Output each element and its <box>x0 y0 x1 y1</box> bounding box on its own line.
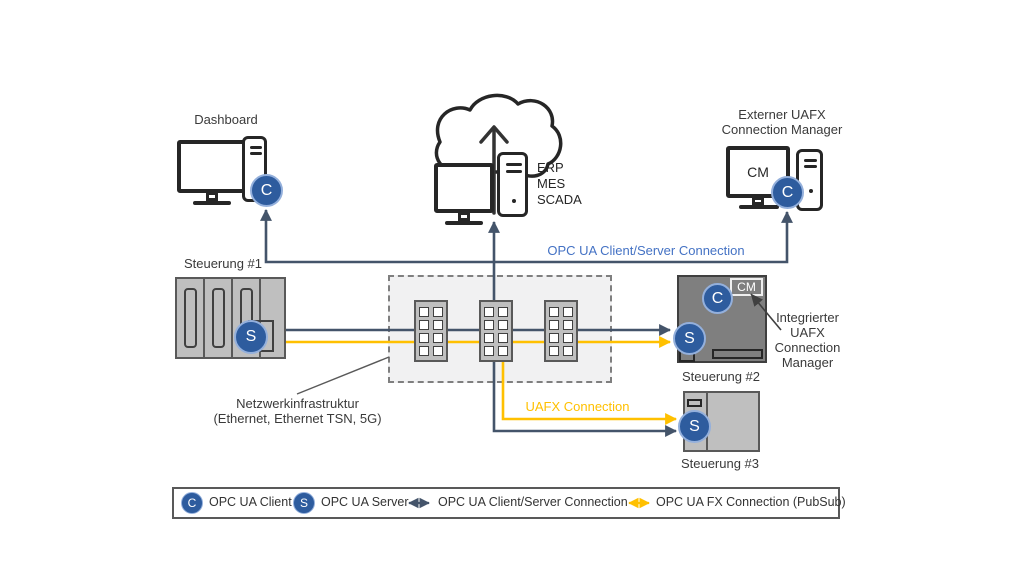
external-cm-opc-ua-client-badge: C <box>771 176 804 209</box>
scada-line: SCADA <box>537 192 582 207</box>
cloud-icon <box>434 93 563 178</box>
erp-monitor-stand <box>458 212 470 221</box>
plc-module <box>205 279 233 357</box>
external-cm-monitor-stand <box>752 197 764 205</box>
legend-client-badge: C <box>181 492 203 514</box>
erp-monitor-icon <box>434 163 494 213</box>
steuerung2-label: Steuerung #2 <box>681 369 761 384</box>
erp-pc-tower-icon <box>497 152 528 217</box>
steuerung1-opc-ua-server-badge: S <box>234 320 268 354</box>
legend-server-label: OPC UA Server <box>321 495 409 509</box>
integrated-cm-label: Integrierter UAFX Connection Manager <box>774 310 841 370</box>
legend-client-label: OPC UA Client <box>209 495 292 509</box>
steuerung3-opc-ua-server-badge: S <box>678 410 711 443</box>
legend-client-server-arrow-icon <box>408 497 430 509</box>
legend-fx-arrow-icon <box>628 497 650 509</box>
mes-line: MES <box>537 176 566 191</box>
legend-box <box>172 487 840 519</box>
legend-fx-label: OPC UA FX Connection (PubSub) <box>656 495 846 509</box>
erp-line: ERP <box>537 160 564 175</box>
steuerung1-label: Steuerung #1 <box>183 256 263 271</box>
steuerung1-plc-icon <box>175 277 286 359</box>
external-cm-monitor-icon: CM <box>726 146 790 198</box>
client-server-connection-label: OPC UA Client/Server Connection <box>547 243 745 258</box>
plc-module <box>177 279 205 357</box>
dashboard-label: Dashboard <box>194 112 258 127</box>
uafx-connection-label: UAFX Connection <box>525 399 630 414</box>
dashboard-monitor-base <box>193 201 231 205</box>
network-switch-icon <box>479 300 513 362</box>
external-cm-screen-text: CM <box>747 164 769 180</box>
legend-server-badge: S <box>293 492 315 514</box>
steuerung3-port <box>687 399 702 407</box>
erp-stack-label: ERP MES SCADA <box>537 160 582 208</box>
client-server-connection-branch <box>488 220 678 437</box>
dashboard-monitor-stand <box>206 192 218 201</box>
external-cm-label: Externer UAFX Connection Manager <box>721 107 843 137</box>
network-label-leader <box>296 356 390 395</box>
external-cm-monitor-base <box>739 205 779 209</box>
steuerung2-opc-ua-server-badge: S <box>673 322 706 355</box>
uafx-connection-branch <box>501 350 678 425</box>
steuerung2-slot <box>712 349 763 359</box>
legend-client-server-label: OPC UA Client/Server Connection <box>438 495 628 509</box>
steuerung2-opc-ua-client-badge: C <box>702 283 733 314</box>
network-infrastructure-label: Netzwerkinfrastruktur (Ethernet, Etherne… <box>213 396 382 426</box>
network-switch-icon <box>414 300 448 362</box>
erp-monitor-base <box>445 221 483 225</box>
upload-arrow-icon <box>479 125 509 215</box>
steuerung2-cm-tag: CM <box>730 278 763 296</box>
network-switch-icon <box>544 300 578 362</box>
dashboard-opc-ua-client-badge: C <box>250 174 283 207</box>
steuerung3-label: Steuerung #3 <box>680 456 760 471</box>
dashboard-monitor-icon <box>177 140 247 193</box>
